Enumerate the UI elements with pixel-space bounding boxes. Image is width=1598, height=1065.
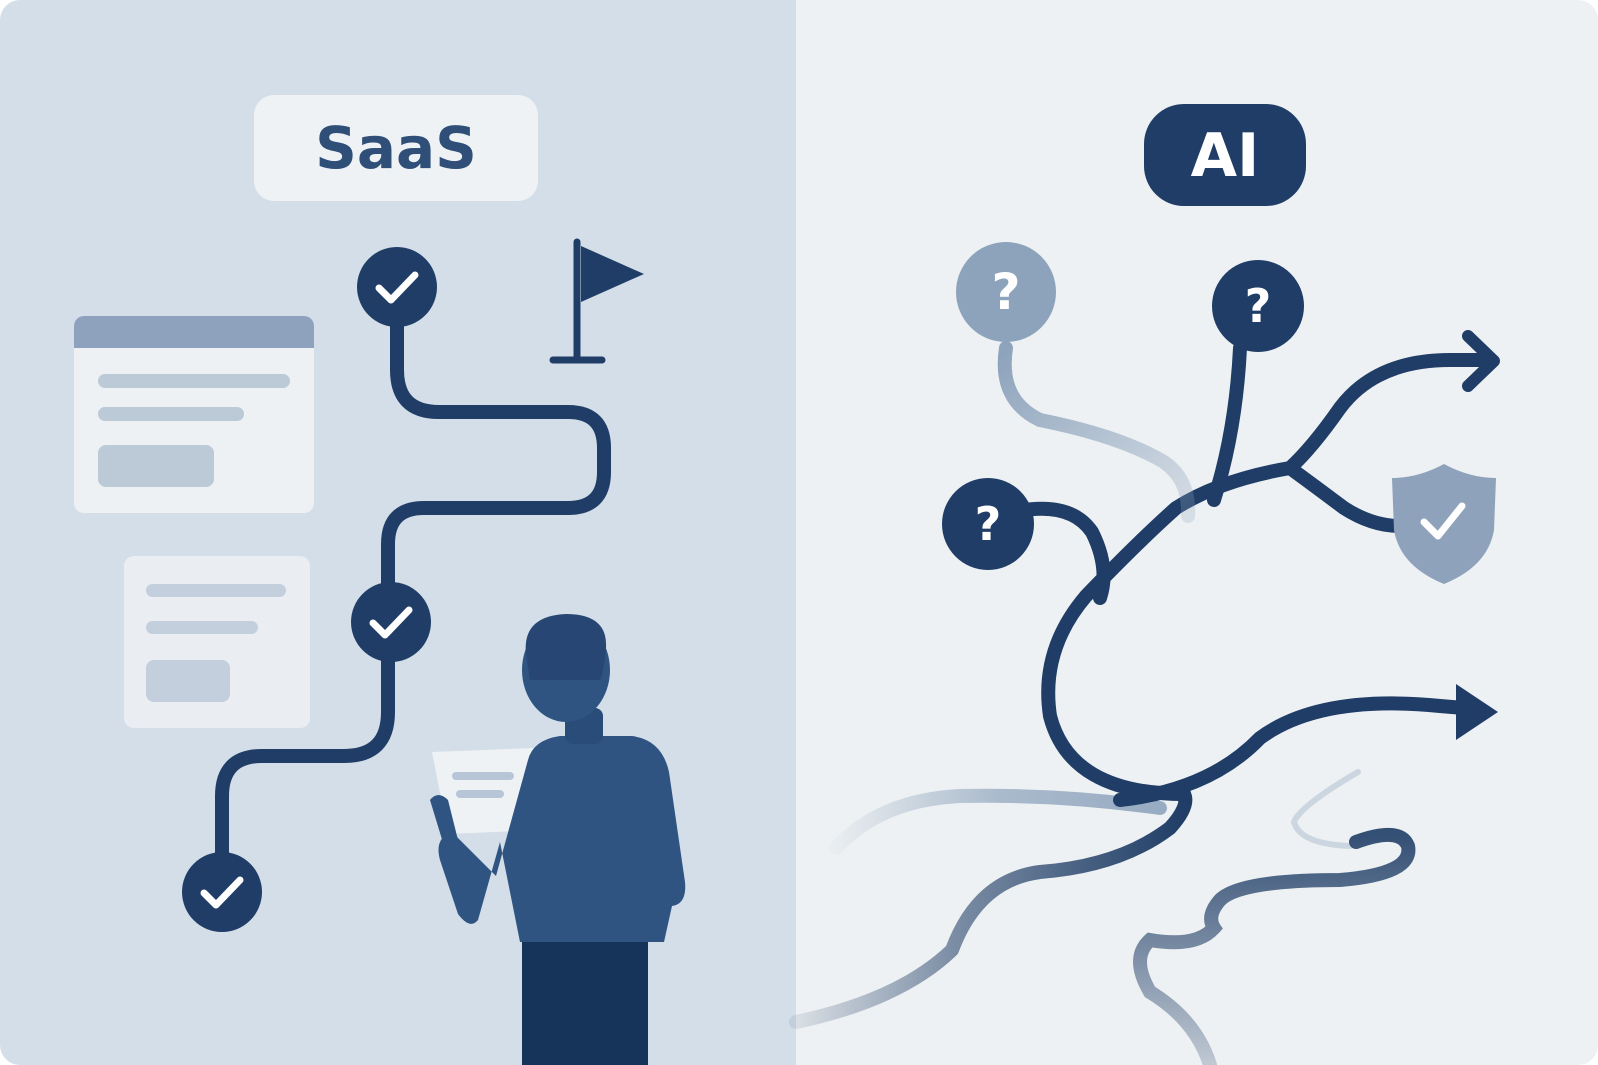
saas-label: SaaS [315, 114, 477, 182]
saas-panel: SaaS [0, 0, 796, 1065]
question-circle-icon: ? [1212, 260, 1304, 352]
ai-label: AI [1191, 121, 1260, 191]
shield-check-icon [1392, 464, 1496, 584]
saas-label-pill: SaaS [254, 95, 538, 201]
arrow-right-icon [1456, 684, 1498, 740]
flag-icon [549, 238, 644, 364]
arrow-right-icon [1462, 330, 1500, 392]
ui-document-card [124, 556, 310, 728]
faint-strand [1290, 769, 1361, 849]
question-circle-icon: ? [956, 242, 1056, 342]
check-circle-icon [357, 247, 437, 327]
ai-panel: AI [789, 0, 1598, 1065]
question-circle-icon: ? [942, 478, 1034, 570]
saas-step-path [215, 281, 611, 899]
ai-branch-paths [789, 341, 1493, 1029]
svg-text:?: ? [1245, 279, 1272, 333]
check-circle-icon [351, 582, 431, 662]
ui-window-card [74, 316, 314, 513]
faint-strand [829, 788, 1167, 855]
person-holding-document-icon [430, 614, 686, 1065]
svg-text:?: ? [975, 497, 1002, 551]
wandering-strand [1133, 828, 1416, 1065]
check-circle-icon [182, 852, 262, 932]
ai-label-pill: AI [1144, 104, 1306, 206]
svg-text:?: ? [991, 263, 1020, 321]
